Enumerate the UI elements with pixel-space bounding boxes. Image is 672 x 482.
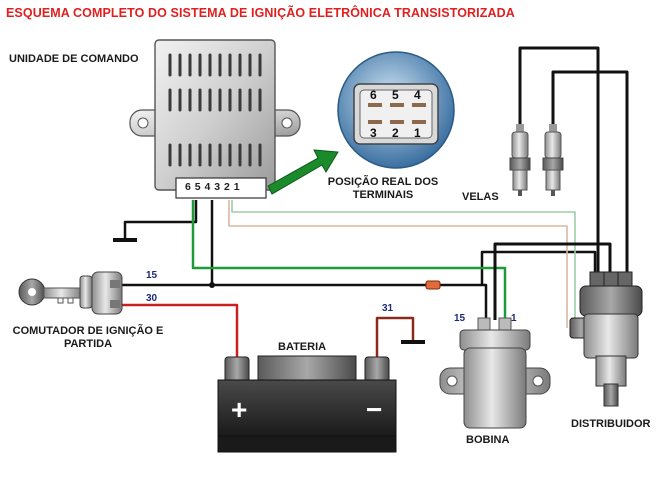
ignition-switch-label: COMUTADOR DE IGNIÇÃO E PARTIDA — [12, 325, 164, 350]
terminals-real-position-label: POSIÇÃO REAL DOS TERMINAIS — [327, 176, 439, 201]
wire-ground-unit — [123, 200, 198, 238]
diagram-title: ESQUEMA COMPLETO DO SISTEMA DE IGNIÇÃO E… — [6, 6, 515, 20]
control-unit-illustration — [129, 39, 301, 199]
connector-pin-2: 2 — [392, 126, 399, 140]
spark-plug-1 — [509, 124, 531, 196]
connector-pin-3: 3 — [370, 126, 377, 140]
wire-number-switch-15: 15 — [146, 270, 158, 281]
wire-junction — [209, 282, 215, 288]
terminal-connector-illustration — [337, 51, 455, 169]
distributor-label: DISTRIBUIDOR — [571, 418, 651, 430]
connector-pin-1: 1 — [414, 126, 421, 140]
connector-pin-6: 6 — [370, 88, 377, 102]
ht-lead-plug-2 — [551, 70, 629, 280]
battery-positive-sign: + — [231, 394, 248, 425]
battery-negative-sign: − — [366, 394, 383, 425]
wire-number-switch-30: 30 — [146, 293, 158, 304]
wire-number-battery-31: 31 — [382, 303, 394, 314]
wire-coil-15 — [440, 283, 488, 320]
distributor-illustration — [569, 271, 643, 407]
wire-brown-31 — [375, 316, 415, 360]
wire-green — [191, 200, 507, 320]
spark-plugs-label: VELAS — [462, 191, 499, 203]
connector-pin-5: 5 — [392, 88, 399, 102]
battery-illustration — [217, 355, 397, 453]
terminal-strip-label: 6 5 4 3 2 1 — [185, 181, 241, 193]
connector-arrow — [267, 149, 339, 195]
coil-illustration — [439, 317, 551, 429]
wire-number-coil-1: 1 — [511, 313, 517, 324]
wire-beige-2 — [228, 200, 568, 328]
wires — [113, 46, 629, 360]
wire-red-30 — [118, 303, 239, 360]
wire-beige-1 — [231, 200, 576, 325]
ht-lead-coil — [493, 242, 612, 320]
coil-label: BOBINA — [466, 434, 510, 446]
ballast-resistor — [425, 280, 441, 290]
wire-number-coil-15: 15 — [454, 313, 466, 324]
connector-pin-4: 4 — [414, 88, 421, 102]
spark-plug-2 — [542, 124, 564, 196]
battery-label: BATERIA — [278, 341, 327, 353]
control-unit-label: UNIDADE DE COMANDO — [9, 53, 139, 65]
ignition-switch-illustration — [18, 271, 123, 315]
ht-lead-plug-1 — [518, 46, 600, 280]
